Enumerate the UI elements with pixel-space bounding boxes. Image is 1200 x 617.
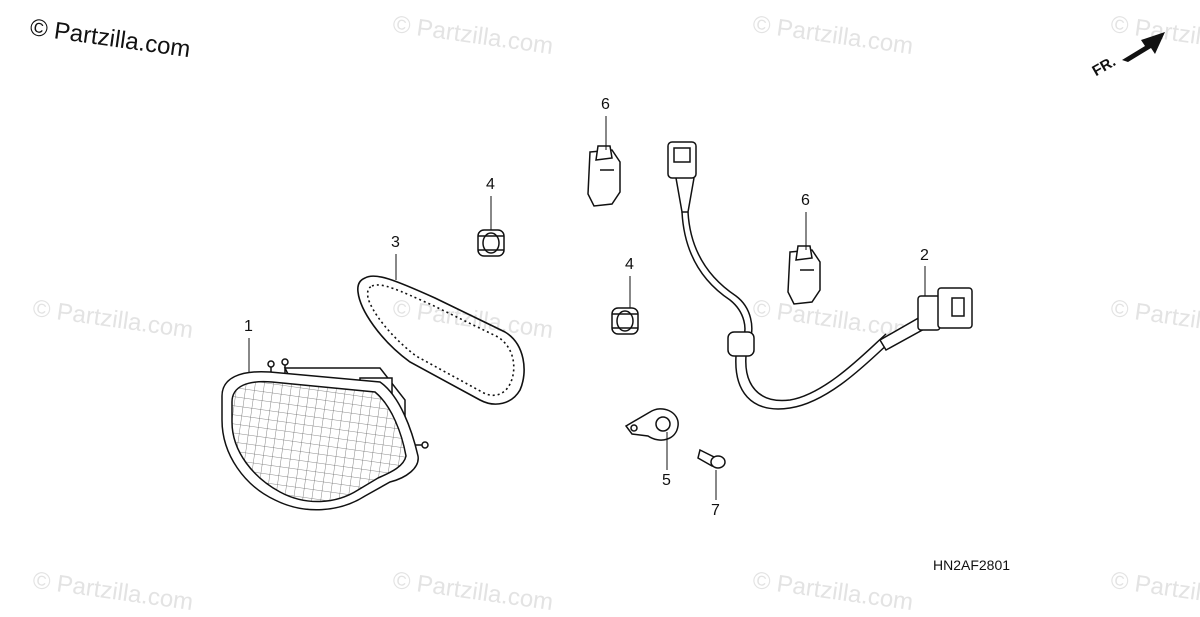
connector-clip-icon — [587, 145, 621, 207]
callout-6: 6 — [601, 96, 610, 113]
parts-diagram — [221, 32, 1165, 511]
bolt-icon — [697, 448, 726, 469]
callout-2: 2 — [920, 247, 929, 264]
callout-leaders — [248, 116, 926, 500]
grommet-icon — [611, 307, 639, 335]
callout-4: 4 — [625, 256, 634, 273]
callout-6: 6 — [801, 192, 810, 209]
callout-3: 3 — [391, 234, 400, 251]
callout-5: 5 — [662, 472, 671, 489]
grommet-icon — [477, 229, 505, 257]
lens-gasket-icon — [357, 275, 525, 405]
cable-clamp-icon — [624, 408, 679, 441]
callout-7: 7 — [711, 502, 720, 519]
wire-harness-icon — [667, 141, 973, 410]
callout-4: 4 — [486, 176, 495, 193]
diagram-code: HN2AF2801 — [933, 557, 1011, 573]
direction-arrow-icon — [1122, 32, 1165, 62]
tail-light-lens-icon — [221, 358, 429, 511]
callout-1: 1 — [244, 318, 253, 335]
connector-clip-icon — [787, 245, 821, 305]
